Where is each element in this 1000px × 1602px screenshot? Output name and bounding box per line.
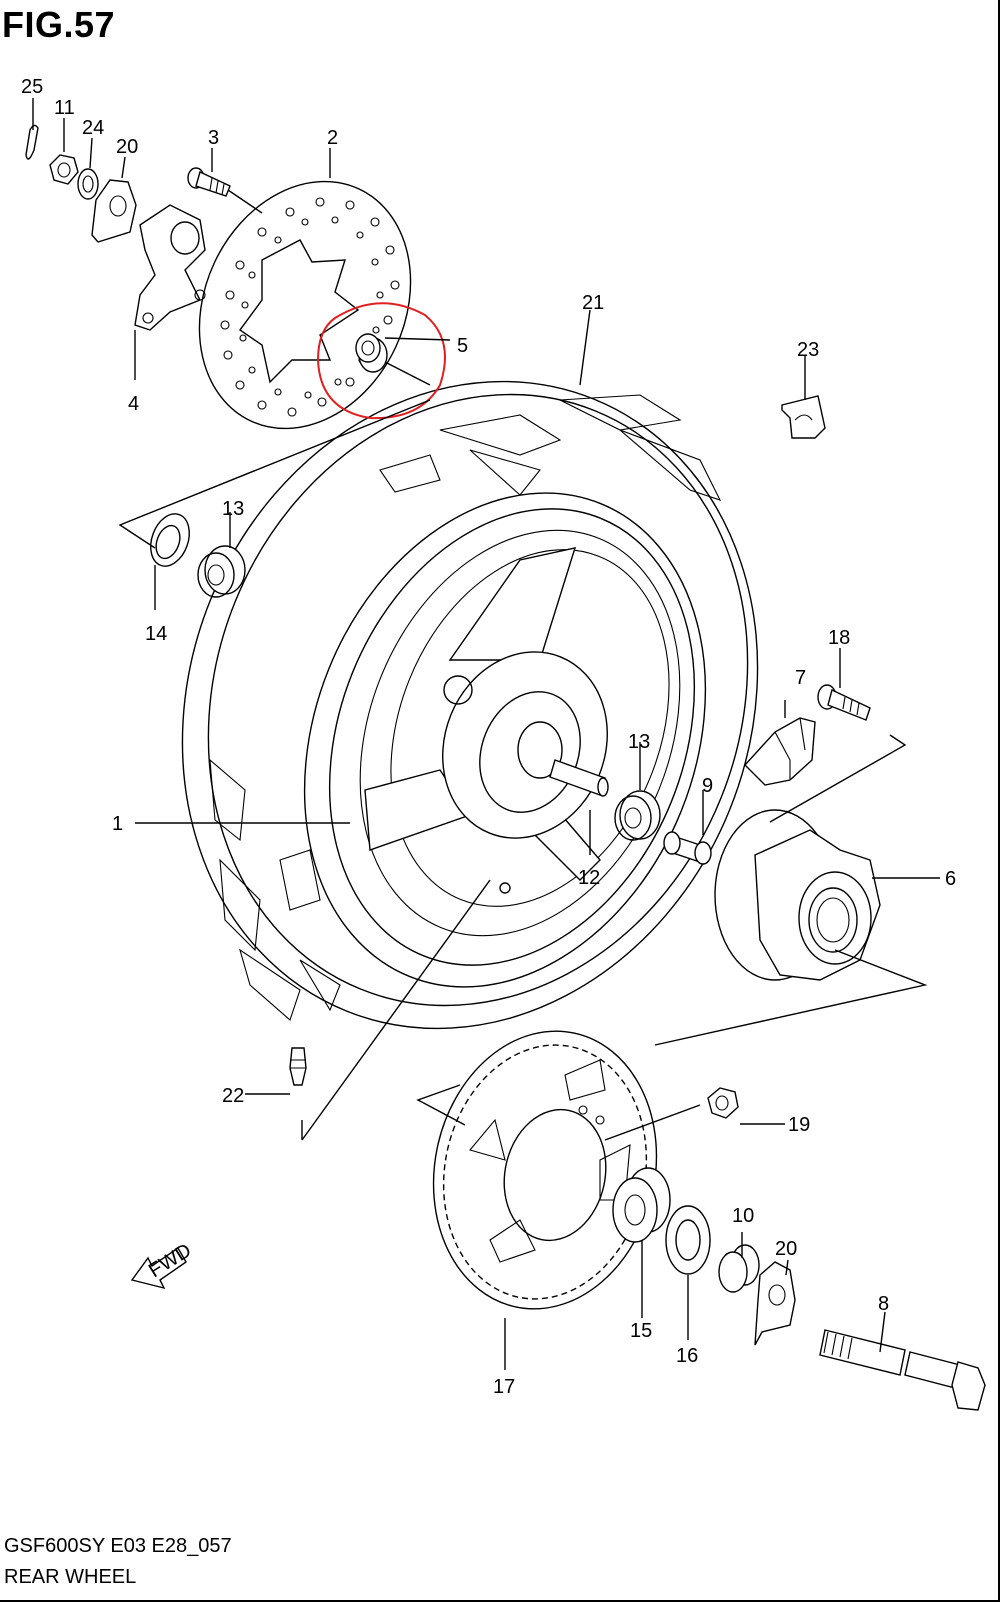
part-label[interactable]: 25: [21, 76, 43, 98]
leader-lines: [32, 98, 940, 1370]
cotter-pin[interactable]: [25, 124, 39, 160]
highlight-circle: [316, 302, 446, 420]
figure-title: FIG.57: [2, 4, 116, 45]
part-label[interactable]: 20: [116, 136, 138, 158]
part-label[interactable]: 20: [775, 1238, 797, 1260]
wheel-bearing-right[interactable]: [614, 790, 661, 841]
part-label[interactable]: 13: [628, 731, 650, 753]
disc-bolt[interactable]: [187, 167, 231, 197]
part-labels: 25 11 24 20 3 2 4 5 21 23 13 14 18 7 13 …: [21, 76, 956, 1398]
section-name: REAR WHEEL: [4, 1566, 137, 1588]
part-label[interactable]: 1: [112, 813, 123, 835]
axle-washer[interactable]: [77, 168, 99, 200]
sprocket-mounting-drum[interactable]: [714, 809, 881, 981]
part-label[interactable]: 16: [676, 1345, 698, 1367]
spacer-collar[interactable]: [663, 831, 712, 865]
axle-spacer-right[interactable]: [718, 1244, 760, 1293]
part-label[interactable]: 23: [797, 339, 819, 361]
oil-seal[interactable]: [665, 1205, 711, 1275]
axle-spacer[interactable]: [549, 759, 609, 797]
part-label[interactable]: 3: [208, 127, 219, 149]
wheel-bearing-left[interactable]: [197, 545, 246, 598]
tire-valve[interactable]: [289, 1047, 307, 1086]
rear-axle[interactable]: [819, 1329, 986, 1411]
part-label[interactable]: 14: [145, 623, 167, 645]
axle-nut[interactable]: [49, 154, 79, 185]
part-label[interactable]: 18: [828, 627, 850, 649]
cush-drive-damper[interactable]: [744, 717, 816, 786]
part-label[interactable]: 5: [457, 335, 468, 357]
part-label[interactable]: 21: [582, 292, 604, 314]
model-code: GSF600SY E03 E28_057: [4, 1535, 232, 1557]
part-label[interactable]: 4: [128, 393, 139, 415]
dust-seal[interactable]: [144, 508, 196, 571]
disc-collar[interactable]: [355, 333, 388, 373]
damper-bolt[interactable]: [817, 684, 871, 721]
sprocket-drum-bearing[interactable]: [612, 1167, 671, 1243]
chain-adjuster-plate-right[interactable]: [754, 1261, 796, 1346]
part-label[interactable]: 11: [54, 97, 75, 119]
part-label[interactable]: 6: [945, 868, 956, 890]
caliper-bracket[interactable]: [134, 204, 206, 331]
rear-sprocket[interactable]: [408, 1010, 681, 1330]
fwd-arrow-icon: FWD: [130, 1239, 195, 1290]
brake-disc[interactable]: [160, 147, 449, 464]
wire-clip[interactable]: [781, 395, 826, 439]
fwd-label: FWD: [145, 1239, 195, 1282]
part-label[interactable]: 2: [327, 127, 338, 149]
part-label[interactable]: 12: [578, 867, 600, 889]
part-label[interactable]: 22: [222, 1085, 244, 1107]
part-label[interactable]: 24: [82, 117, 104, 139]
part-label[interactable]: 17: [493, 1376, 515, 1398]
rear-wheel-assembly[interactable]: [87, 294, 853, 1116]
part-label[interactable]: 10: [732, 1205, 754, 1227]
sprocket-nut[interactable]: [707, 1087, 739, 1119]
part-label[interactable]: 7: [795, 667, 806, 689]
part-label[interactable]: 15: [630, 1320, 652, 1342]
part-label[interactable]: 9: [702, 775, 713, 797]
chain-adjuster-plate[interactable]: [91, 179, 137, 243]
part-label[interactable]: 8: [878, 1293, 889, 1315]
part-label[interactable]: 13: [222, 498, 244, 520]
part-label[interactable]: 19: [788, 1114, 810, 1136]
